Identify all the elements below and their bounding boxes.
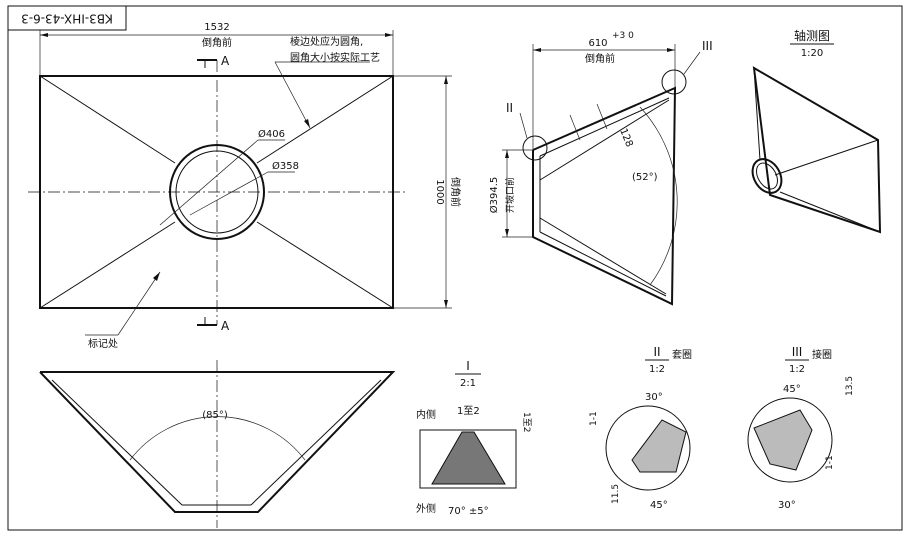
detail-i-angle: 70° ±5° xyxy=(448,506,489,517)
detail-i-gap: 1至2 xyxy=(457,405,480,417)
inner-dia-label: Ø358 xyxy=(272,160,299,172)
detail-ii-title: II xyxy=(653,345,660,359)
detail-ii-scale: 1:2 xyxy=(649,364,665,375)
section-angle: (52°) xyxy=(632,172,658,183)
section-opening-dim: Ø394.5 xyxy=(488,177,500,214)
edge-note-line2: 圆角大小按实际工艺 xyxy=(290,51,380,64)
detail-iii-angle-bottom: 30° xyxy=(778,500,796,511)
detail-i-inner: 内侧 xyxy=(416,408,436,421)
section-thickness-dim: 128 xyxy=(617,127,634,149)
section-mark-bottom: A xyxy=(221,319,230,333)
detail-i-root: 1至2 xyxy=(521,412,532,432)
section-opening-note: 开坡口前 xyxy=(504,177,516,213)
front-view: (85°) xyxy=(39,360,396,528)
detail-iii: III 1:2 接圈 45° 30° 13.5 1-1 xyxy=(747,345,855,511)
edge-note-line1: 棱边处应为圆角, xyxy=(290,35,363,48)
detail-ii-angle-top: 30° xyxy=(645,392,663,403)
detail-iii-angle-top: 45° xyxy=(783,384,801,395)
iso-scale: 1:20 xyxy=(801,48,823,59)
drawing-number-box: KB3-IHX-43-6-3 xyxy=(7,5,127,31)
detail-i-scale: 2:1 xyxy=(460,378,476,389)
detail-ii-angle-bottom: 45° xyxy=(650,500,668,511)
section-width-tol: +3 0 xyxy=(612,31,634,41)
plan-height-dim: 1000 xyxy=(434,179,445,204)
sheet-border xyxy=(7,5,903,531)
section-mark-top: A xyxy=(221,54,230,68)
section-view: 610 +3 0 倒角前 128 (52°) Ø394.5 开坡口前 II II… xyxy=(488,31,713,306)
plan-width-dim: 1532 xyxy=(204,22,229,33)
detail-iii-dim-lower: 1-1 xyxy=(825,455,835,470)
detail-iii-scale: 1:2 xyxy=(789,364,805,375)
section-width-note: 倒角前 xyxy=(585,52,615,65)
drawing-number: KB3-IHX-43-6-3 xyxy=(21,12,113,26)
detail-ii-mark: II xyxy=(506,101,513,115)
mark-note: 标记处 xyxy=(88,338,118,350)
plan-height-note: 倒角前 xyxy=(449,177,462,207)
detail-ii: II 1:2 套圈 30° 45° 1-1 11.5 xyxy=(589,345,692,511)
detail-iii-note: 接圈 xyxy=(812,348,832,361)
detail-i-mark: I xyxy=(466,359,470,373)
detail-i-outer: 外侧 xyxy=(416,502,436,515)
detail-iii-dim-right: 13.5 xyxy=(845,376,855,396)
detail-iii-mark: III xyxy=(702,39,713,53)
detail-i: I 2:1 内侧 1至2 1至2 外侧 70° ±5° xyxy=(416,359,532,517)
outer-dia-label: Ø406 xyxy=(258,128,285,140)
detail-iii-title: III xyxy=(792,345,803,359)
section-width-dim: 610 xyxy=(588,38,607,49)
plan-view: Ø406 Ø358 1532 倒角前 1000 倒角前 棱边处应为圆角, 圆角大… xyxy=(28,22,462,350)
front-angle: (85°) xyxy=(202,410,228,421)
detail-ii-dim-left: 1-1 xyxy=(589,411,599,426)
isometric-view: 轴测图 1:20 xyxy=(751,28,882,234)
iso-title: 轴测图 xyxy=(794,28,830,43)
plan-width-note: 倒角前 xyxy=(202,36,232,49)
detail-ii-note: 套圈 xyxy=(672,348,692,361)
detail-ii-dim-bottom: 11.5 xyxy=(611,484,621,504)
